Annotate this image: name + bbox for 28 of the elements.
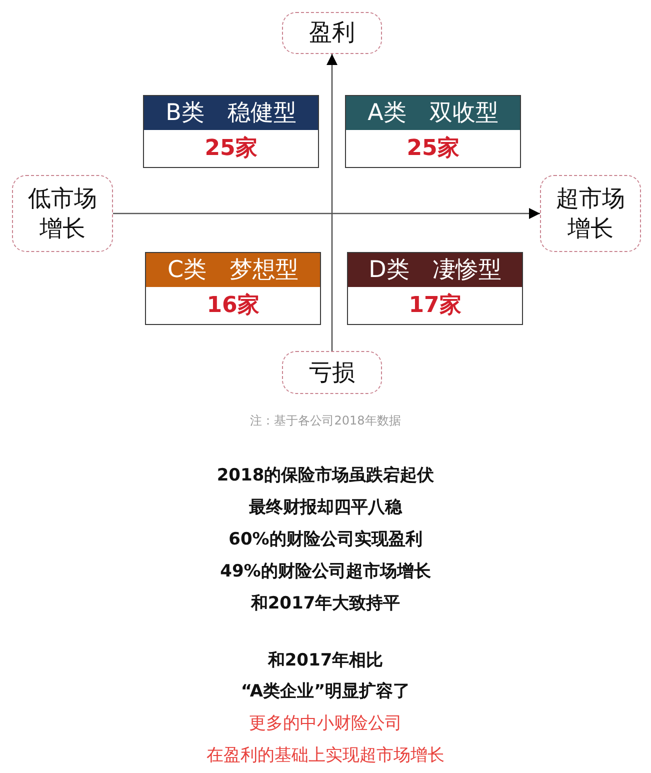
quadrant-card xyxy=(345,95,521,168)
count-text: 25家 xyxy=(204,134,258,163)
note-text: 注：基于各公司2018年数据 xyxy=(250,412,401,430)
category-header: C类 梦想型 xyxy=(146,253,320,287)
text-line: 60%的财险公司实现盈利 xyxy=(228,528,422,550)
category-header: D类 凄惨型 xyxy=(348,253,522,287)
arrow xyxy=(113,208,540,219)
text-line: 和2017年相比 xyxy=(268,650,384,672)
category-header: A类 双收型 xyxy=(346,96,520,130)
text-line: 最终财报却四平八稳 xyxy=(249,496,402,518)
count-text: 16家 xyxy=(206,292,260,320)
count-text: 17家 xyxy=(408,292,462,320)
arrow xyxy=(326,54,338,351)
quadrant-card xyxy=(145,252,321,325)
quadrant-card xyxy=(143,95,319,168)
axis-label-box: 亏损 xyxy=(282,351,382,394)
text-line: 在盈利的基础上实现超市场增长 xyxy=(206,744,444,766)
text-line: 和2017年大致持平 xyxy=(250,592,400,614)
axis-label-box: 盈利 xyxy=(282,12,382,54)
category-header: B类 稳健型 xyxy=(144,96,318,130)
text-line: 2018的保险市场虽跌宕起伏 xyxy=(216,464,434,486)
count-text: 25家 xyxy=(406,134,460,163)
text-line: “A类企业”明显扩容了 xyxy=(240,680,410,702)
axis-label-box: 超市场增长 xyxy=(540,175,641,252)
axis-label-box: 低市场增长 xyxy=(12,175,113,252)
text-line: 49%的财险公司超市场增长 xyxy=(220,560,431,582)
quadrant-card xyxy=(347,252,523,325)
text-line: 更多的中小财险公司 xyxy=(249,712,402,734)
